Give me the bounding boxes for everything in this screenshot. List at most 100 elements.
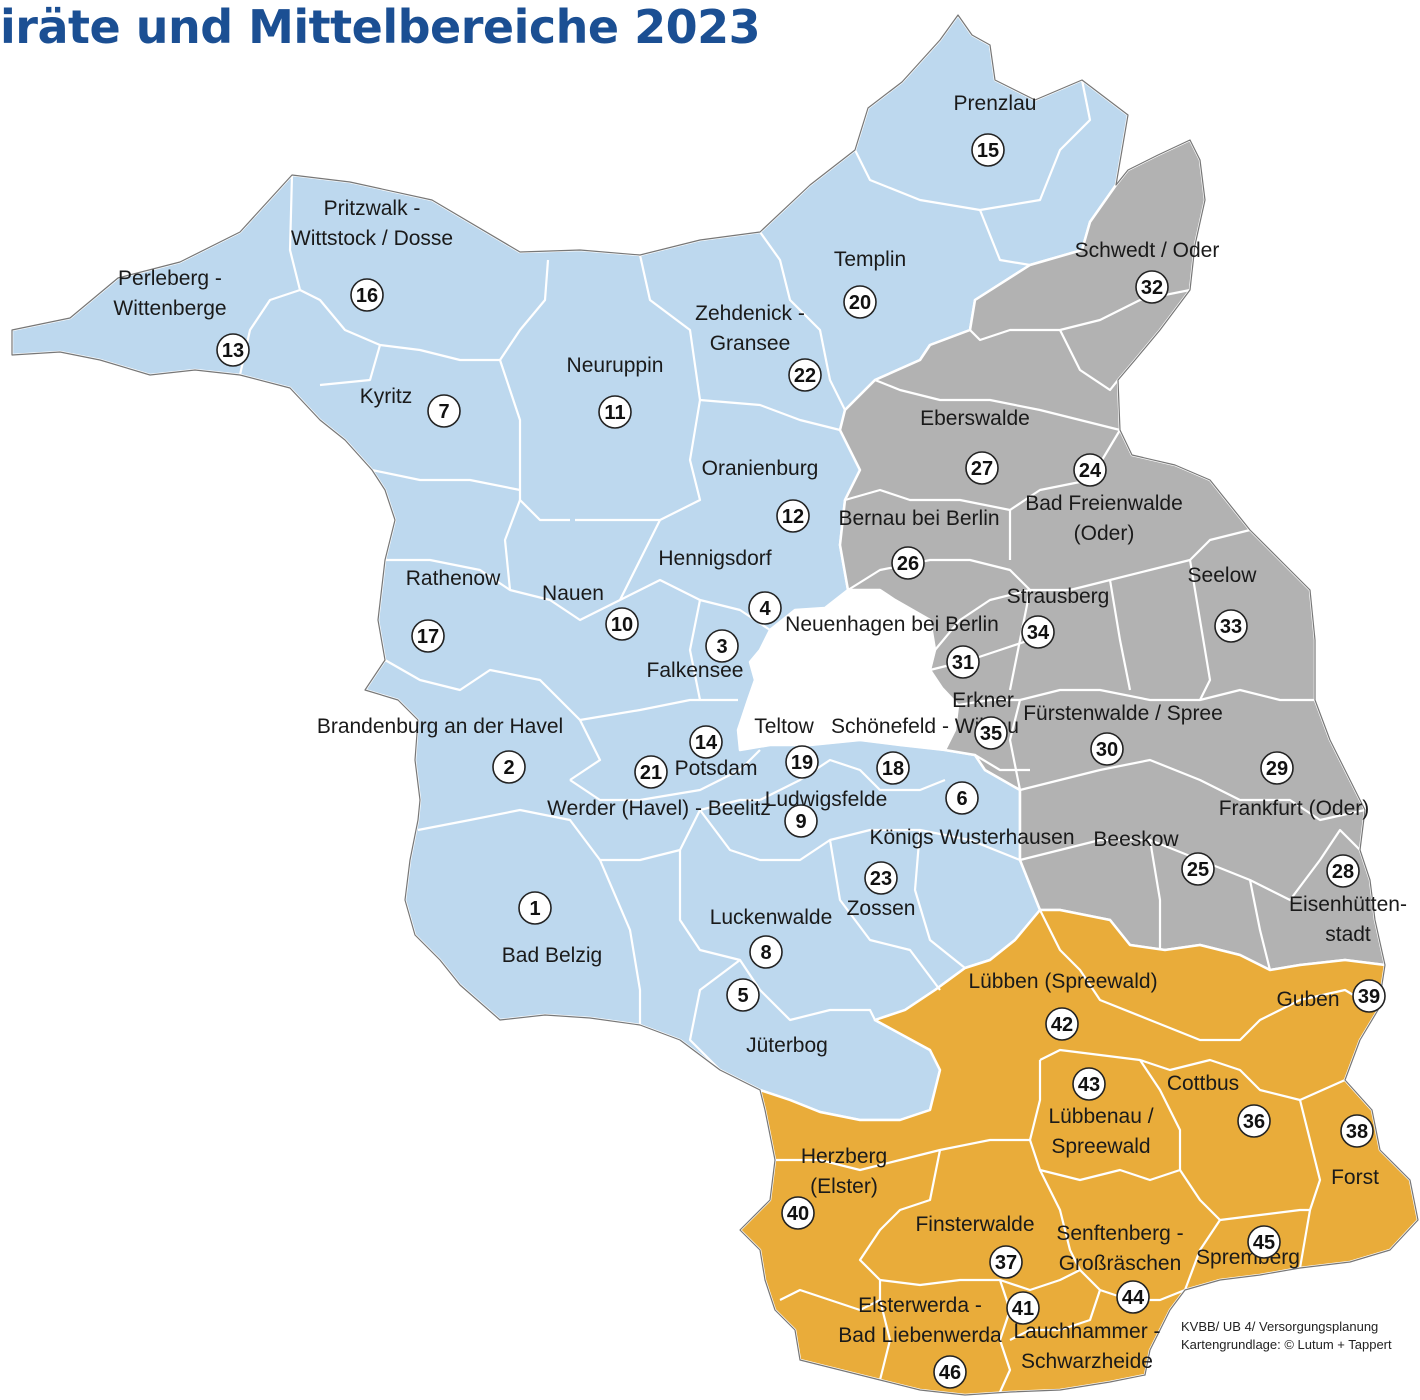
marker-number: 4: [759, 598, 771, 620]
region-label-herzberg: Herzberg(Elster): [801, 1145, 887, 1198]
region-marker-46: 46: [933, 1355, 967, 1389]
marker-number: 13: [222, 340, 244, 362]
region-label-line: Königs Wusterhausen: [869, 826, 1074, 849]
marker-circle: [1352, 979, 1386, 1013]
region-label-schwedt: Schwedt / Oder: [1075, 239, 1220, 262]
region-label-line: Fürstenwalde / Spree: [1023, 702, 1223, 725]
region-label-line: Spreewald: [1051, 1135, 1150, 1158]
marker-number: 9: [795, 811, 806, 833]
marker-circle: [749, 935, 783, 969]
region-label-spremberg: Spremberg: [1196, 1246, 1300, 1269]
marker-number: 31: [952, 652, 974, 674]
region-label-jueterbog: Jüterbog: [746, 1034, 828, 1057]
region-label-badbelzig: Bad Belzig: [502, 944, 602, 967]
region-label-line: Zossen: [847, 897, 916, 920]
region-label-fuerstenwalde: Fürstenwalde / Spree: [1023, 702, 1223, 725]
region-label-line: Jüterbog: [746, 1034, 828, 1057]
region-label-line: Falkensee: [647, 659, 744, 682]
region-marker-43: 43: [1072, 1067, 1106, 1101]
marker-circle: [974, 716, 1008, 750]
region-label-neuruppin: Neuruppin: [567, 354, 664, 377]
region-marker-27: 27: [965, 451, 999, 485]
marker-circle: [726, 978, 760, 1012]
region-marker-32: 32: [1135, 270, 1169, 304]
marker-circle: [989, 1245, 1023, 1279]
marker-circle: [1045, 1007, 1079, 1041]
marker-circle: [518, 891, 552, 925]
region-label-line: Ludwigsfelde: [765, 788, 888, 811]
region-label-line: Senftenberg -: [1056, 1222, 1183, 1245]
region-label-zehdenick: Zehdenick -Gransee: [695, 302, 805, 355]
marker-circle: [971, 133, 1005, 167]
marker-number: 30: [1096, 739, 1118, 761]
marker-number: 7: [438, 401, 449, 423]
region-marker-13: 13: [216, 333, 250, 367]
region-label-seelow: Seelow: [1188, 564, 1258, 587]
region-label-line: Gransee: [710, 332, 791, 355]
marker-circle: [1237, 1104, 1271, 1138]
region-marker-44: 44: [1116, 1280, 1150, 1314]
region-marker-7: 7: [427, 394, 461, 428]
region-marker-37: 37: [989, 1245, 1023, 1279]
region-label-line: Wittenberge: [113, 297, 226, 320]
region-label-line: Cottbus: [1167, 1072, 1239, 1095]
region-label-line: Finsterwalde: [915, 1213, 1034, 1236]
marker-circle: [788, 358, 822, 392]
region-label-line: Hennigsdorf: [658, 547, 771, 570]
marker-circle: [864, 861, 898, 895]
region-label-nauen: Nauen: [542, 582, 604, 605]
region-marker-33: 33: [1214, 609, 1248, 643]
region-label-kyritz: Kyritz: [360, 385, 413, 408]
marker-number: 41: [1012, 1298, 1034, 1320]
region-label-line: Strausberg: [1007, 585, 1110, 608]
state-outline: [11, 14, 1419, 1396]
region-label-line: Schönefeld - Wildau: [831, 715, 1019, 738]
marker-circle: [891, 546, 925, 580]
region-label-badfreienwalde: Bad Freienwalde(Oder): [1025, 492, 1183, 545]
marker-circle: [1073, 453, 1107, 487]
marker-number: 12: [782, 506, 804, 528]
region-label-line: Guben: [1276, 988, 1339, 1011]
marker-number: 17: [417, 626, 439, 648]
marker-number: 32: [1141, 277, 1163, 299]
region-label-cottbus: Cottbus: [1167, 1072, 1239, 1095]
region-label-line: Seelow: [1188, 564, 1258, 587]
marker-number: 8: [760, 942, 771, 964]
region-label-line: Lauchhammer -: [1013, 1320, 1160, 1343]
region-label-line: Neuruppin: [567, 354, 664, 377]
region-marker-41: 41: [1006, 1291, 1040, 1325]
region-label-perleberg: Perleberg -Wittenberge: [113, 267, 226, 320]
marker-number: 26: [897, 553, 919, 575]
marker-number: 3: [716, 636, 727, 658]
region-marker-35: 35: [974, 716, 1008, 750]
region-marker-30: 30: [1090, 732, 1124, 766]
marker-number: 20: [849, 292, 871, 314]
marker-circle: [411, 619, 445, 653]
region-marker-45: 45: [1247, 1225, 1281, 1259]
region-label-eisenhuetten: Eisenhütten-stadt: [1289, 893, 1407, 946]
map-title: iräte und Mittelbereiche 2023: [0, 0, 761, 54]
marker-circle: [1214, 609, 1248, 643]
marker-number: 15: [977, 140, 999, 162]
region-marker-3: 3: [705, 629, 739, 663]
marker-number: 39: [1358, 986, 1380, 1008]
marker-circle: [781, 1196, 815, 1230]
region-marker-20: 20: [843, 285, 877, 319]
region-label-schoenefeld: Schönefeld - Wildau: [831, 715, 1019, 738]
region-label-lauchhammer: Lauchhammer -Schwarzheide: [1013, 1320, 1160, 1373]
region-label-pritzwalk: Pritzwalk -Wittstock / Dosse: [291, 197, 453, 250]
region-marker-24: 24: [1073, 453, 1107, 487]
region-label-luckenwalde: Luckenwalde: [710, 906, 833, 929]
region-marker-23: 23: [864, 861, 898, 895]
region-label-zossen: Zossen: [847, 897, 916, 920]
marker-circle: [1090, 732, 1124, 766]
region-label-line: Eisenhütten-: [1289, 893, 1407, 916]
region-label-line: Werder (Havel) - Beelitz: [547, 797, 771, 820]
region-marker-28: 28: [1326, 854, 1360, 888]
marker-number: 1: [529, 898, 540, 920]
region-label-line: Lübbenau /: [1048, 1105, 1153, 1128]
region-label-luebben: Lübben (Spreewald): [968, 970, 1157, 993]
marker-number: 42: [1051, 1014, 1073, 1036]
marker-number: 14: [695, 732, 718, 754]
